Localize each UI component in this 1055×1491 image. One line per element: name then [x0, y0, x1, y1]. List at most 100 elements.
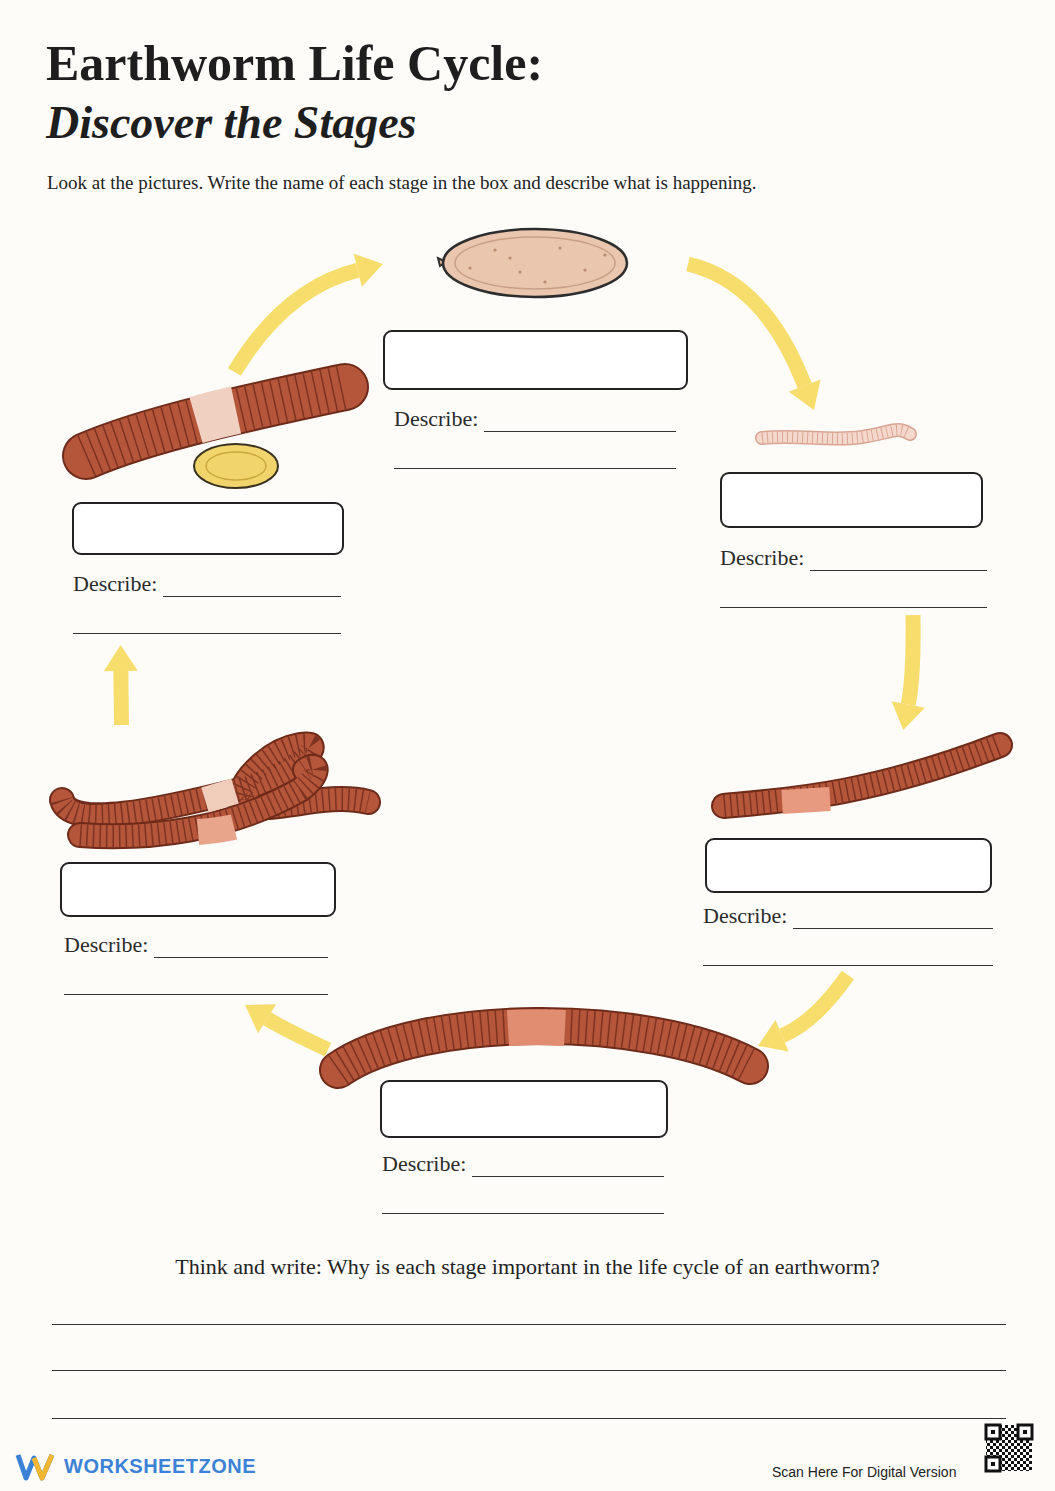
answer-line	[64, 958, 328, 995]
describe-label: Describe:	[720, 545, 804, 571]
cocoon-part-part	[518, 270, 521, 273]
describe-block: Describe:	[394, 406, 676, 469]
cycle-arrow	[234, 254, 383, 372]
juvenile-worm-part	[724, 745, 1000, 806]
hatchling-worm	[762, 430, 910, 439]
qr-code	[986, 1425, 1032, 1471]
cycle-arrow-part	[908, 615, 913, 704]
answer-line	[382, 1177, 664, 1214]
answer-box	[383, 330, 688, 390]
answer-line	[720, 571, 987, 608]
cycle-arrow-part	[113, 671, 129, 725]
answer-line	[154, 939, 328, 958]
adult-worm-part	[338, 1026, 750, 1070]
answer-box	[720, 472, 983, 528]
title: Earthworm Life Cycle:	[46, 34, 543, 92]
describe-row: Describe:	[703, 903, 993, 929]
describe-block: Describe:	[703, 903, 993, 966]
describe-block: Describe:	[720, 545, 987, 608]
clitellum-cocoon-worm-part	[86, 387, 345, 456]
cycle-arrow-part	[758, 1020, 789, 1051]
worksheetzone-logo-part	[18, 1455, 52, 1478]
cycle-arrow-part	[104, 645, 138, 671]
clitellum-cocoon-worm	[86, 387, 345, 488]
cocoon-part-part	[508, 256, 511, 259]
describe-row: Describe:	[73, 571, 341, 597]
worksheetzone-logo-part	[34, 1455, 52, 1478]
instructions: Look at the pictures. Write the name of …	[47, 172, 757, 194]
mating-worms-part	[80, 767, 316, 836]
describe-label: Describe:	[394, 406, 478, 432]
cycle-arrow	[892, 615, 925, 730]
subtitle: Discover the Stages	[46, 96, 417, 149]
clitellum-cocoon-worm-part	[206, 452, 266, 480]
answer-line	[484, 413, 676, 432]
juvenile-worm-part	[724, 745, 1000, 806]
clitellum-cocoon-worm-part	[86, 387, 345, 456]
cocoon-part	[443, 229, 627, 297]
qr-code-part	[1018, 1425, 1032, 1439]
cocoon-part-part	[603, 253, 606, 256]
describe-block: Describe:	[73, 571, 341, 634]
stage-group: Describe:	[328, 1015, 758, 1220]
qr-code-part	[1023, 1430, 1027, 1434]
answer-line	[73, 597, 341, 634]
stage-group: Describe:	[68, 372, 360, 645]
answer-line	[810, 552, 987, 571]
cycle-arrow-part	[245, 1004, 276, 1033]
writing-line	[52, 1324, 1006, 1325]
describe-row: Describe:	[64, 932, 328, 958]
describe-label: Describe:	[703, 903, 787, 929]
stage-group: Describe:	[383, 240, 688, 480]
brand-name: WORKSHEETZONE	[64, 1455, 256, 1478]
describe-label: Describe:	[64, 932, 148, 958]
cycle-arrow	[758, 975, 848, 1051]
qr-code-part	[986, 1425, 1032, 1471]
cycle-arrow-part	[354, 254, 383, 287]
cycle-arrow-part	[892, 701, 925, 730]
cocoon-part-part	[493, 248, 496, 251]
juvenile-worm-part	[782, 799, 830, 802]
answer-box	[60, 862, 336, 917]
answer-line	[472, 1158, 664, 1177]
describe-block: Describe:	[382, 1151, 664, 1214]
worksheetzone-logo	[18, 1455, 52, 1478]
clitellum-cocoon-worm-part	[196, 410, 236, 420]
hatchling-worm-part	[762, 430, 910, 439]
answer-line	[394, 432, 676, 469]
describe-block: Describe:	[64, 932, 328, 995]
clitellum-cocoon-worm-part	[194, 444, 278, 488]
qr-caption: Scan Here For Digital Version	[772, 1464, 956, 1480]
answer-line	[793, 910, 993, 929]
mating-worms-part	[205, 791, 235, 800]
describe-row: Describe:	[720, 545, 987, 571]
qr-code-part	[991, 1430, 995, 1434]
adult-worm-part	[338, 1026, 750, 1070]
cycle-arrow	[688, 264, 821, 410]
qr-code-part	[986, 1425, 1032, 1471]
describe-row: Describe:	[382, 1151, 664, 1177]
clitellum-cocoon-worm-part	[86, 387, 345, 456]
answer-box	[380, 1080, 668, 1138]
hatchling-worm-part	[762, 430, 910, 439]
mating-worms	[62, 744, 368, 836]
juvenile-worm	[724, 745, 1000, 806]
stage-group: Describe:	[50, 725, 375, 1005]
cycle-arrow	[104, 645, 138, 725]
answer-line	[163, 578, 341, 597]
writing-line	[52, 1370, 1006, 1371]
cycle-arrow-part	[688, 264, 805, 386]
mating-worms-part	[80, 767, 316, 836]
mating-worms-part	[198, 827, 234, 832]
cocoon-part-part	[558, 246, 561, 249]
think-and-write-prompt: Think and write: Why is each stage impor…	[0, 1254, 1055, 1280]
adult-worm-part	[338, 1026, 750, 1070]
describe-label: Describe:	[382, 1151, 466, 1177]
stage-group: Describe:	[715, 410, 990, 615]
adult-worm-part	[508, 1009, 565, 1046]
cocoon-part-part	[583, 268, 586, 271]
cocoon-part	[468, 246, 606, 283]
qr-code-part	[986, 1457, 1000, 1471]
cycle-arrow-part	[267, 1019, 328, 1050]
adult-worm	[338, 1026, 750, 1070]
